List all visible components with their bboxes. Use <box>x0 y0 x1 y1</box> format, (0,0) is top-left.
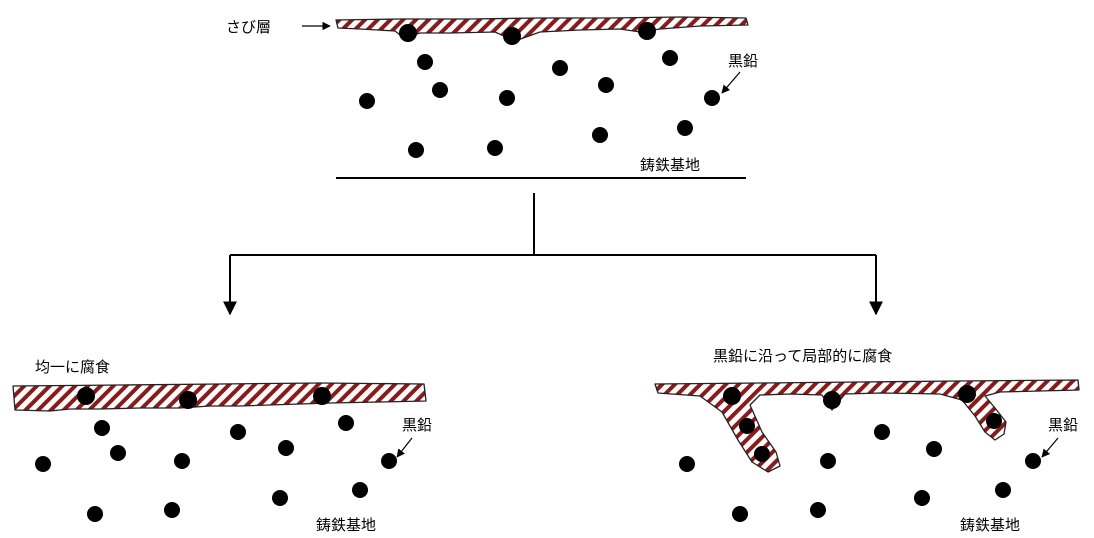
right-rust-layer <box>654 379 1080 473</box>
top-graphite-particles <box>359 22 720 158</box>
graphite-particle <box>87 506 103 522</box>
top-panel: さび層 黒鉛 鋳鉄基地 <box>226 16 758 179</box>
graphite-particle <box>338 415 354 431</box>
branch-connector <box>223 193 883 316</box>
left-graphite-arrow <box>396 437 413 458</box>
right-graphite-particles <box>679 385 1041 522</box>
top-rust-layer <box>335 16 749 42</box>
graphite-particle <box>164 502 180 518</box>
graphite-particle <box>754 446 770 462</box>
graphite-particle <box>499 90 515 106</box>
graphite-particle <box>408 142 424 158</box>
graphite-particle <box>359 93 375 109</box>
graphite-particle <box>230 424 246 440</box>
graphite-particle <box>823 391 841 409</box>
graphite-particle <box>1025 453 1041 469</box>
graphite-particle <box>179 391 197 409</box>
graphite-particle <box>417 54 433 70</box>
right-title: 黒鉛に沿って局部的に腐食 <box>713 347 892 365</box>
rust-layer-label: さび層 <box>226 18 271 36</box>
top-graphite-arrow <box>721 71 741 94</box>
graphite-particle <box>174 453 190 469</box>
graphite-particle <box>352 482 368 498</box>
graphite-particle <box>995 482 1011 498</box>
left-graphite-label: 黒鉛 <box>402 416 432 434</box>
graphite-particle <box>914 490 930 506</box>
graphite-particle <box>313 387 331 405</box>
left-matrix-label: 鋳鉄基地 <box>316 516 376 534</box>
graphite-particle <box>110 445 126 461</box>
right-panel: 黒鉛に沿って局部的に腐食 黒鉛 鋳鉄基地 <box>654 347 1080 534</box>
graphite-particle <box>94 420 110 436</box>
graphite-particle <box>487 140 503 156</box>
left-panel: 均一に腐食 黒鉛 鋳鉄基地 <box>12 358 432 534</box>
right-graphite-arrow <box>1041 437 1059 458</box>
graphite-particle <box>432 82 448 98</box>
graphite-particle <box>874 424 890 440</box>
graphite-particle <box>552 60 568 76</box>
left-graphite-particles <box>35 387 397 522</box>
left-title: 均一に腐食 <box>35 358 110 376</box>
graphite-particle <box>35 456 51 472</box>
top-graphite-label: 黒鉛 <box>728 52 758 70</box>
graphite-particle <box>592 127 608 143</box>
graphite-particle <box>732 506 748 522</box>
graphite-particle <box>77 387 95 405</box>
right-graphite-label: 黒鉛 <box>1048 416 1078 434</box>
graphite-particle <box>399 24 417 42</box>
graphite-particle <box>810 502 826 518</box>
graphite-particle <box>723 387 741 405</box>
graphite-particle <box>986 413 1002 429</box>
graphite-particle <box>662 50 678 66</box>
graphite-particle <box>739 418 755 434</box>
graphite-particle <box>598 77 614 93</box>
left-rust-layer <box>12 382 427 412</box>
top-matrix-label: 鋳鉄基地 <box>640 156 700 174</box>
graphite-particle <box>381 453 397 469</box>
graphite-particle <box>679 456 695 472</box>
graphite-particle <box>503 27 521 45</box>
graphite-particle <box>926 441 942 457</box>
graphite-particle <box>704 90 720 106</box>
graphite-particle <box>272 490 288 506</box>
graphite-particle <box>278 440 294 456</box>
graphite-particle <box>958 385 976 403</box>
right-matrix-label: 鋳鉄基地 <box>960 516 1020 534</box>
graphite-particle <box>820 453 836 469</box>
graphite-particle <box>638 22 656 40</box>
graphite-particle <box>677 120 693 136</box>
